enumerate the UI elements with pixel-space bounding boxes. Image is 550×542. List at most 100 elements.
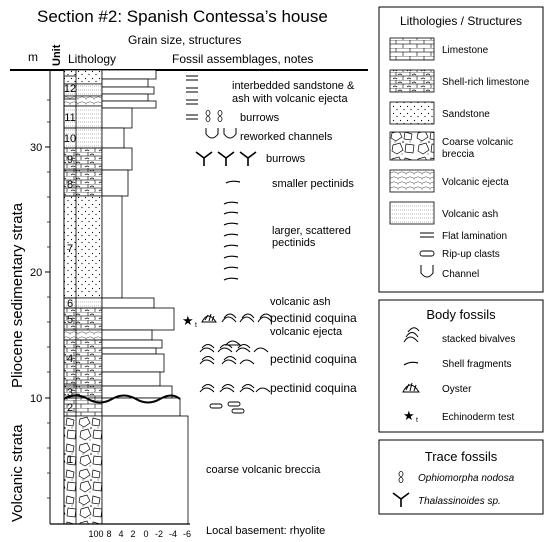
unit-5: 5 bbox=[67, 314, 73, 326]
thalassinoides-burrow-icons bbox=[195, 151, 257, 166]
ophiomorpha-burrow-icons bbox=[205, 110, 223, 122]
legend-stacked-bivalves: stacked bivalves bbox=[442, 334, 515, 345]
legend-rip-up-clasts: Rip-up clasts bbox=[442, 249, 500, 260]
fossil-notes: interbedded sandstone & ash with volcani… bbox=[206, 80, 357, 537]
legend-volcanic-ash: Volcanic ash bbox=[442, 209, 498, 220]
note-burrows-lower: burrows bbox=[266, 153, 306, 165]
stacked-bivalves-icon bbox=[403, 327, 420, 343]
depth-axis-label: m bbox=[28, 50, 38, 64]
echinoderm-legend-star-icon: ★ bbox=[403, 408, 415, 423]
unit-9: 9 bbox=[67, 154, 73, 166]
unit-1: 1 bbox=[67, 454, 73, 466]
unit-8: 8 bbox=[67, 179, 73, 191]
erosional-contact bbox=[63, 394, 181, 404]
note-coarse-breccia: coarse volcanic breccia bbox=[206, 464, 321, 476]
grain-tick-4: 4 bbox=[118, 529, 123, 539]
unit-column-header: Unit bbox=[51, 44, 63, 66]
oyster-icon bbox=[402, 382, 420, 393]
legend-echinoderm-test: Echinoderm test bbox=[442, 412, 514, 423]
pliocene-strata-label: Pliocene sedimentary strata bbox=[9, 202, 26, 388]
grain-tick-8: 8 bbox=[106, 529, 111, 539]
ejecta-swatch bbox=[389, 169, 435, 193]
unit-11: 11 bbox=[64, 112, 75, 124]
rip-up-clast-icons bbox=[209, 401, 245, 414]
legend-sandstone: Sandstone bbox=[442, 109, 490, 120]
trace-fossils-title: Trace fossils bbox=[425, 449, 498, 464]
fossil-notes-header: Fossil assemblages, notes bbox=[172, 52, 313, 66]
channel-icon bbox=[420, 265, 434, 278]
depth-tick-30: 30 bbox=[30, 142, 42, 154]
legend-volcanic-ejecta: Volcanic ejecta bbox=[442, 177, 509, 188]
legend-breccia-1: Coarse volcanic bbox=[442, 137, 513, 148]
shell-fragment-icon bbox=[403, 361, 419, 366]
grain-size-header: Grain size, structures bbox=[128, 33, 241, 47]
sandstone-swatch bbox=[389, 101, 435, 125]
legend-shell-limestone: Shell-rich limestone bbox=[442, 77, 530, 88]
unit-numbers: 12 11 10 9 8 7 6 5 4 3 2 1 bbox=[64, 83, 76, 466]
ash-swatch bbox=[389, 201, 435, 225]
legend-channel: Channel bbox=[442, 269, 479, 280]
shell-limestone-swatch bbox=[389, 69, 435, 93]
grain-tick-neg6: -6 bbox=[183, 529, 191, 539]
body-fossils-legend: Body fossils stacked bivalves Shell frag… bbox=[378, 299, 544, 433]
note-burrows-upper: burrows bbox=[240, 112, 280, 124]
ophiomorpha-icon bbox=[398, 471, 404, 483]
bivalve-icons bbox=[199, 313, 273, 393]
volcanic-strata-label: Volcanic strata bbox=[9, 424, 26, 522]
diagram-title: Section #2: Spanish Contessa’s house bbox=[37, 7, 328, 26]
note-pectinid-coquina-upper: pectinid coquina bbox=[270, 311, 357, 325]
note-interbedded: interbedded sandstone & bbox=[232, 80, 355, 92]
echinoderm-test-marker: t bbox=[195, 322, 197, 329]
lithology-column bbox=[63, 69, 103, 525]
note-larger-pectinids-1: larger, scattered bbox=[272, 225, 351, 237]
grain-tick-neg2: -2 bbox=[155, 529, 163, 539]
depth-tick-10: 10 bbox=[30, 393, 42, 405]
unit-boundaries bbox=[64, 75, 76, 417]
note-volcanic-ash: volcanic ash bbox=[270, 296, 331, 308]
unit-7: 7 bbox=[67, 243, 73, 255]
fossil-symbols bbox=[186, 75, 273, 414]
legend-breccia-2: breccia bbox=[442, 149, 475, 160]
unit-10: 10 bbox=[64, 133, 76, 145]
note-pectinid-coquina-lower: pectinid coquina bbox=[270, 381, 357, 395]
grain-tick-0: 0 bbox=[143, 529, 148, 539]
note-pectinid-coquina-middle: pectinid coquina bbox=[270, 352, 357, 366]
echinoderm-legend-marker: t bbox=[416, 417, 418, 424]
note-local-basement: Local basement: rhyolite bbox=[206, 525, 325, 537]
echinoderm-test-icon: ★ bbox=[182, 313, 194, 328]
body-fossils-title: Body fossils bbox=[426, 307, 496, 322]
note-ash-ejecta: ash with volcanic ejecta bbox=[232, 93, 348, 105]
shell-fragment-icons bbox=[223, 180, 241, 281]
grain-tick-100: 100 bbox=[88, 529, 103, 539]
grain-tick-2: 2 bbox=[130, 529, 135, 539]
lithology-legend-title: Lithologies / Structures bbox=[400, 14, 522, 28]
legend-ophiomorpha: Ophiomorpha nodosa bbox=[418, 473, 515, 484]
depth-tick-20: 20 bbox=[30, 267, 42, 279]
unit-6: 6 bbox=[67, 298, 73, 310]
note-smaller-pectinids: smaller pectinids bbox=[272, 178, 354, 190]
unit-2: 2 bbox=[67, 402, 73, 414]
rip-up-clast-icon bbox=[419, 250, 435, 257]
grain-size-profile bbox=[101, 69, 189, 525]
channel-icons bbox=[205, 128, 237, 139]
flat-lamination-symbols bbox=[186, 75, 198, 120]
note-reworked-channels: reworked channels bbox=[240, 131, 333, 143]
grain-tick-neg4: -4 bbox=[169, 529, 177, 539]
note-larger-pectinids-2: pectinids bbox=[272, 237, 316, 249]
depth-axis bbox=[45, 70, 51, 524]
grain-size-ticks: 100 8 4 2 0 -2 -4 -6 bbox=[88, 529, 191, 539]
trace-fossils-legend: Trace fossils Ophiomorpha nodosa Thalass… bbox=[378, 439, 544, 515]
legend-thalassinoides: Thalassinoides sp. bbox=[418, 496, 501, 507]
lithology-column-header: Lithology bbox=[68, 52, 116, 66]
lithology-legend: Lithologies / Structures Limestone Shell… bbox=[378, 6, 544, 293]
legend-flat-lamination: Flat lamination bbox=[442, 231, 507, 242]
legend-oyster: Oyster bbox=[442, 384, 472, 395]
note-volcanic-ejecta: volcanic ejecta bbox=[270, 326, 343, 338]
unit-4: 4 bbox=[67, 353, 73, 365]
thalassinoides-icon bbox=[392, 492, 410, 507]
breccia-swatch bbox=[389, 131, 435, 161]
limestone-swatch bbox=[389, 37, 435, 61]
legend-shell-fragments: Shell fragments bbox=[442, 359, 511, 370]
legend-limestone: Limestone bbox=[442, 45, 489, 56]
